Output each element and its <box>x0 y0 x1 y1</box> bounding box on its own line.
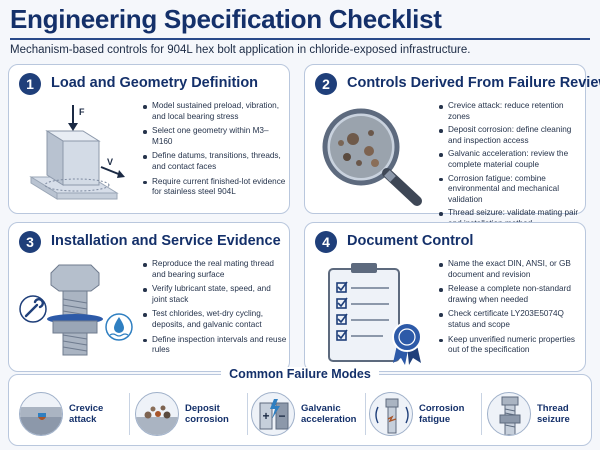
failure-mode-label: Galvanic acceleration <box>301 403 357 425</box>
failure-mode-fatigue: Corrosion fatigue <box>369 389 481 439</box>
list-item: Define inspection intervals and reuse ru… <box>143 335 287 356</box>
list-item: Require current finished-lot evidence fo… <box>143 177 287 198</box>
failure-mode-thread-seizure: Thread seizure <box>487 389 599 439</box>
list-item: Release a complete non-standard drawing … <box>439 284 583 305</box>
failure-mode-deposit: Deposit corrosion <box>135 389 247 439</box>
seal-icon <box>392 322 422 352</box>
bullet-list: Reproduce the real mating thread and bea… <box>143 259 287 360</box>
bullet-list: Name the exact DIN, ANSI, or GB document… <box>439 259 583 360</box>
thread-seizure-icon <box>487 392 531 436</box>
page-title: Engineering Specification Checklist <box>10 4 442 34</box>
divider <box>247 393 248 435</box>
deposit-icon <box>135 392 179 436</box>
card-number-badge: 4 <box>315 231 337 253</box>
title-divider <box>10 38 590 40</box>
list-item: Crevice attack: reduce retention zones <box>439 101 583 122</box>
plus-glyph: + <box>262 409 269 423</box>
magnifier-illustration <box>313 101 431 209</box>
list-item: Define datums, transitions, threads, and… <box>143 151 287 172</box>
failure-modes-heading: Common Failure Modes <box>221 367 379 381</box>
failure-mode-label: Crevice attack <box>69 403 104 425</box>
shear-label: V <box>107 157 113 167</box>
load-block-illustration: F V <box>17 101 135 209</box>
list-item: Name the exact DIN, ANSI, or GB document… <box>439 259 583 280</box>
card-number-badge: 2 <box>315 73 337 95</box>
card-number-badge: 1 <box>19 73 41 95</box>
list-item: Corrosion fatigue: combine environmental… <box>439 174 583 206</box>
card-title: Controls Derived From Failure Review <box>347 75 600 91</box>
bolt-assembly-illustration <box>17 259 135 367</box>
failure-mode-galvanic: + − Galvanic acceleration <box>251 389 363 439</box>
crevice-icon <box>19 392 63 436</box>
card-load-geometry: 1 Load and Geometry Definition F V Model… <box>8 64 290 214</box>
failure-mode-label: Deposit corrosion <box>185 403 229 425</box>
list-item: Reproduce the real mating thread and bea… <box>143 259 287 280</box>
card-title: Load and Geometry Definition <box>51 75 259 91</box>
failure-mode-label: Corrosion fatigue <box>419 403 465 425</box>
list-item: Check certificate LY203E5074Q status and… <box>439 309 583 330</box>
card-document-control: 4 Document Control <box>304 222 586 372</box>
card-title: Document Control <box>347 233 474 249</box>
card-installation-evidence: 3 Installation and Service Evidence Repr… <box>8 222 290 372</box>
card-failure-review: 2 Controls Derived From Failure Review C… <box>304 64 600 228</box>
card-title: Installation and Service Evidence <box>51 233 281 249</box>
page-subtitle: Mechanism-based controls for 904L hex bo… <box>10 44 471 56</box>
list-item: Model sustained preload, vibration, and … <box>143 101 287 122</box>
card-number-badge: 3 <box>19 231 41 253</box>
list-item: Keep unverified numeric properties out o… <box>439 335 583 356</box>
list-item: Test chlorides, wet-dry cycling, deposit… <box>143 309 287 330</box>
bullet-list: Crevice attack: reduce retention zones D… <box>439 101 583 233</box>
divider <box>481 393 482 435</box>
divider <box>129 393 130 435</box>
minus-glyph: − <box>278 409 285 423</box>
list-item: Select one geometry within M3–M160 <box>143 126 287 147</box>
bullet-list: Model sustained preload, vibration, and … <box>143 101 287 202</box>
galvanic-icon: + − <box>251 392 295 436</box>
failure-mode-crevice: Crevice attack <box>19 389 131 439</box>
failure-mode-label: Thread seizure <box>537 403 570 425</box>
list-item: Galvanic acceleration: review the comple… <box>439 149 583 170</box>
fatigue-icon <box>369 392 413 436</box>
list-item: Verify lubricant state, speed, and joint… <box>143 284 287 305</box>
clipboard-checklist-illustration <box>313 259 431 367</box>
list-item: Deposit corrosion: define cleaning and i… <box>439 125 583 146</box>
failure-modes-panel: Common Failure Modes Crevice attack Depo <box>8 367 592 446</box>
force-label: F <box>79 107 85 117</box>
divider <box>365 393 366 435</box>
